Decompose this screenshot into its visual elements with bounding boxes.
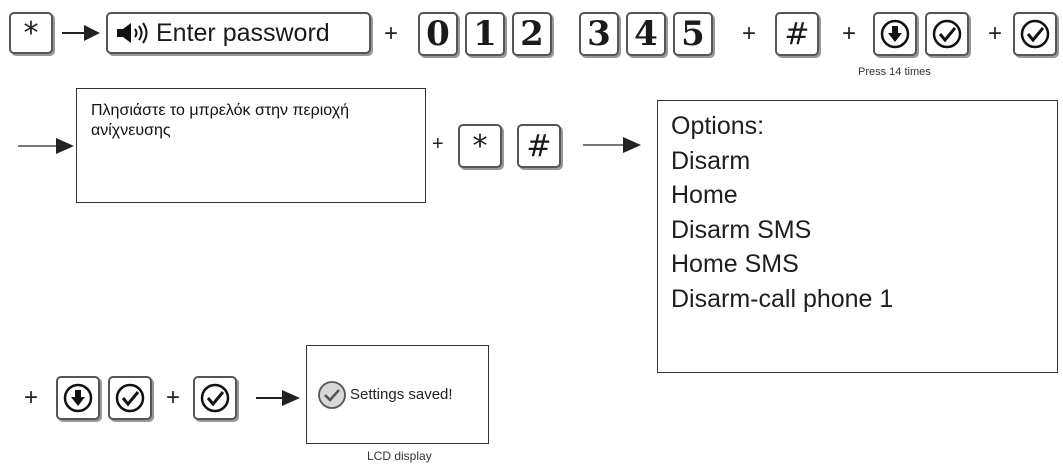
check-icon	[115, 383, 145, 413]
message-box: Πλησιάστε το μπρελόκ στην περιοχή ανίχνε…	[76, 88, 426, 203]
check-icon	[200, 383, 230, 413]
lcd-display: Settings saved!	[306, 345, 489, 444]
digit-key-1[interactable]: 1	[465, 12, 505, 56]
press-count-note: Press 14 times	[858, 66, 931, 78]
right-arrow-icon	[583, 137, 641, 153]
option-disarm-call-phone-1[interactable]: Disarm-call phone 1	[671, 284, 894, 313]
hash-key[interactable]: #	[775, 12, 819, 56]
right-arrow-icon	[18, 138, 74, 154]
down-key[interactable]	[873, 12, 917, 56]
enter-password-prompt: Enter password	[106, 12, 371, 54]
plus-sign: +	[742, 20, 757, 47]
digit-key-3[interactable]: 3	[579, 12, 619, 56]
down-arrow-icon	[63, 383, 93, 413]
plus-sign: +	[432, 133, 444, 155]
speaker-icon	[117, 22, 148, 44]
digit-key-5[interactable]: 5	[673, 12, 713, 56]
right-arrow-icon	[62, 25, 100, 41]
digit-key-0[interactable]: 0	[418, 12, 458, 56]
confirm-key[interactable]	[925, 12, 969, 56]
plus-sign: +	[988, 20, 1003, 47]
down-key[interactable]	[56, 376, 100, 420]
lcd-message: Settings saved!	[350, 386, 453, 403]
down-arrow-icon	[880, 19, 910, 49]
prompt-label: Enter password	[156, 18, 330, 47]
lcd-caption: LCD display	[367, 449, 432, 463]
plus-sign: +	[166, 384, 181, 411]
plus-sign: +	[384, 20, 399, 47]
check-icon	[318, 380, 346, 409]
right-arrow-icon	[256, 390, 300, 406]
star-key[interactable]: *	[458, 124, 502, 168]
plus-sign: +	[842, 20, 857, 47]
confirm-key[interactable]	[1013, 12, 1057, 56]
confirm-key[interactable]	[193, 376, 237, 420]
digit-key-4[interactable]: 4	[626, 12, 666, 56]
options-panel: Options: Disarm Home Disarm SMS Home SMS…	[657, 100, 1058, 373]
proximity-message: Πλησιάστε το μπρελόκ στην περιοχή ανίχνε…	[91, 102, 350, 139]
star-key[interactable]: *	[9, 12, 53, 54]
option-disarm-sms[interactable]: Disarm SMS	[671, 215, 812, 244]
hash-key[interactable]: #	[517, 124, 561, 168]
option-home[interactable]: Home	[671, 181, 738, 209]
check-icon	[1020, 19, 1050, 49]
options-title: Options:	[671, 112, 765, 140]
digit-key-2[interactable]: 2	[512, 12, 552, 56]
option-disarm[interactable]: Disarm	[671, 146, 751, 175]
check-icon	[932, 19, 962, 49]
option-home-sms[interactable]: Home SMS	[671, 250, 799, 278]
confirm-key[interactable]	[108, 376, 152, 420]
plus-sign: +	[24, 384, 39, 411]
